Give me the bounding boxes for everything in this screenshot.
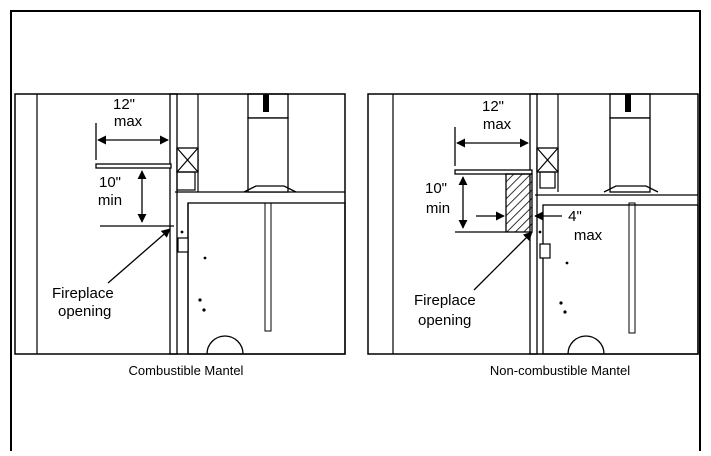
- mantel-shelf: [454, 169, 533, 175]
- depth-unit-label: max: [114, 113, 143, 130]
- fireplace-unit: [542, 204, 699, 355]
- opening-leader-arrow: [107, 228, 171, 284]
- clearance-unit-label: min: [98, 192, 122, 209]
- opening-label-line2: opening: [418, 312, 471, 329]
- caption-combustible: Combustible Mantel: [129, 363, 244, 378]
- opening-label-line2: opening: [58, 303, 111, 320]
- panel-combustible: 12" max 10" min Fireplace opening Combus…: [14, 93, 346, 378]
- mantel-shelf: [95, 163, 172, 169]
- depth-value-label: 12": [482, 98, 504, 115]
- wall-framing: [169, 93, 178, 355]
- clearance-unit-label: min: [426, 200, 450, 217]
- depth-value-label: 12": [113, 96, 135, 113]
- caption-noncombustible: Non-combustible Mantel: [490, 363, 630, 378]
- projection-value-label: 4": [568, 208, 582, 225]
- clearance-value-label: 10": [425, 180, 447, 197]
- outer-frame: [10, 10, 701, 456]
- ash-door-arc: [567, 335, 605, 355]
- depth-unit-label: max: [483, 116, 512, 133]
- opening-label-line1: Fireplace: [52, 285, 114, 302]
- opening-leader-arrow: [473, 231, 533, 291]
- ash-door-arc: [206, 335, 244, 355]
- clearance-value-label: 10": [99, 174, 121, 191]
- panel-noncombustible: 12" max 10" min 4" max Fireplace opening…: [367, 93, 699, 378]
- projection-unit-label: max: [574, 227, 603, 244]
- noncombustible-hatched-block: [505, 173, 533, 233]
- opening-label-line1: Fireplace: [414, 292, 476, 309]
